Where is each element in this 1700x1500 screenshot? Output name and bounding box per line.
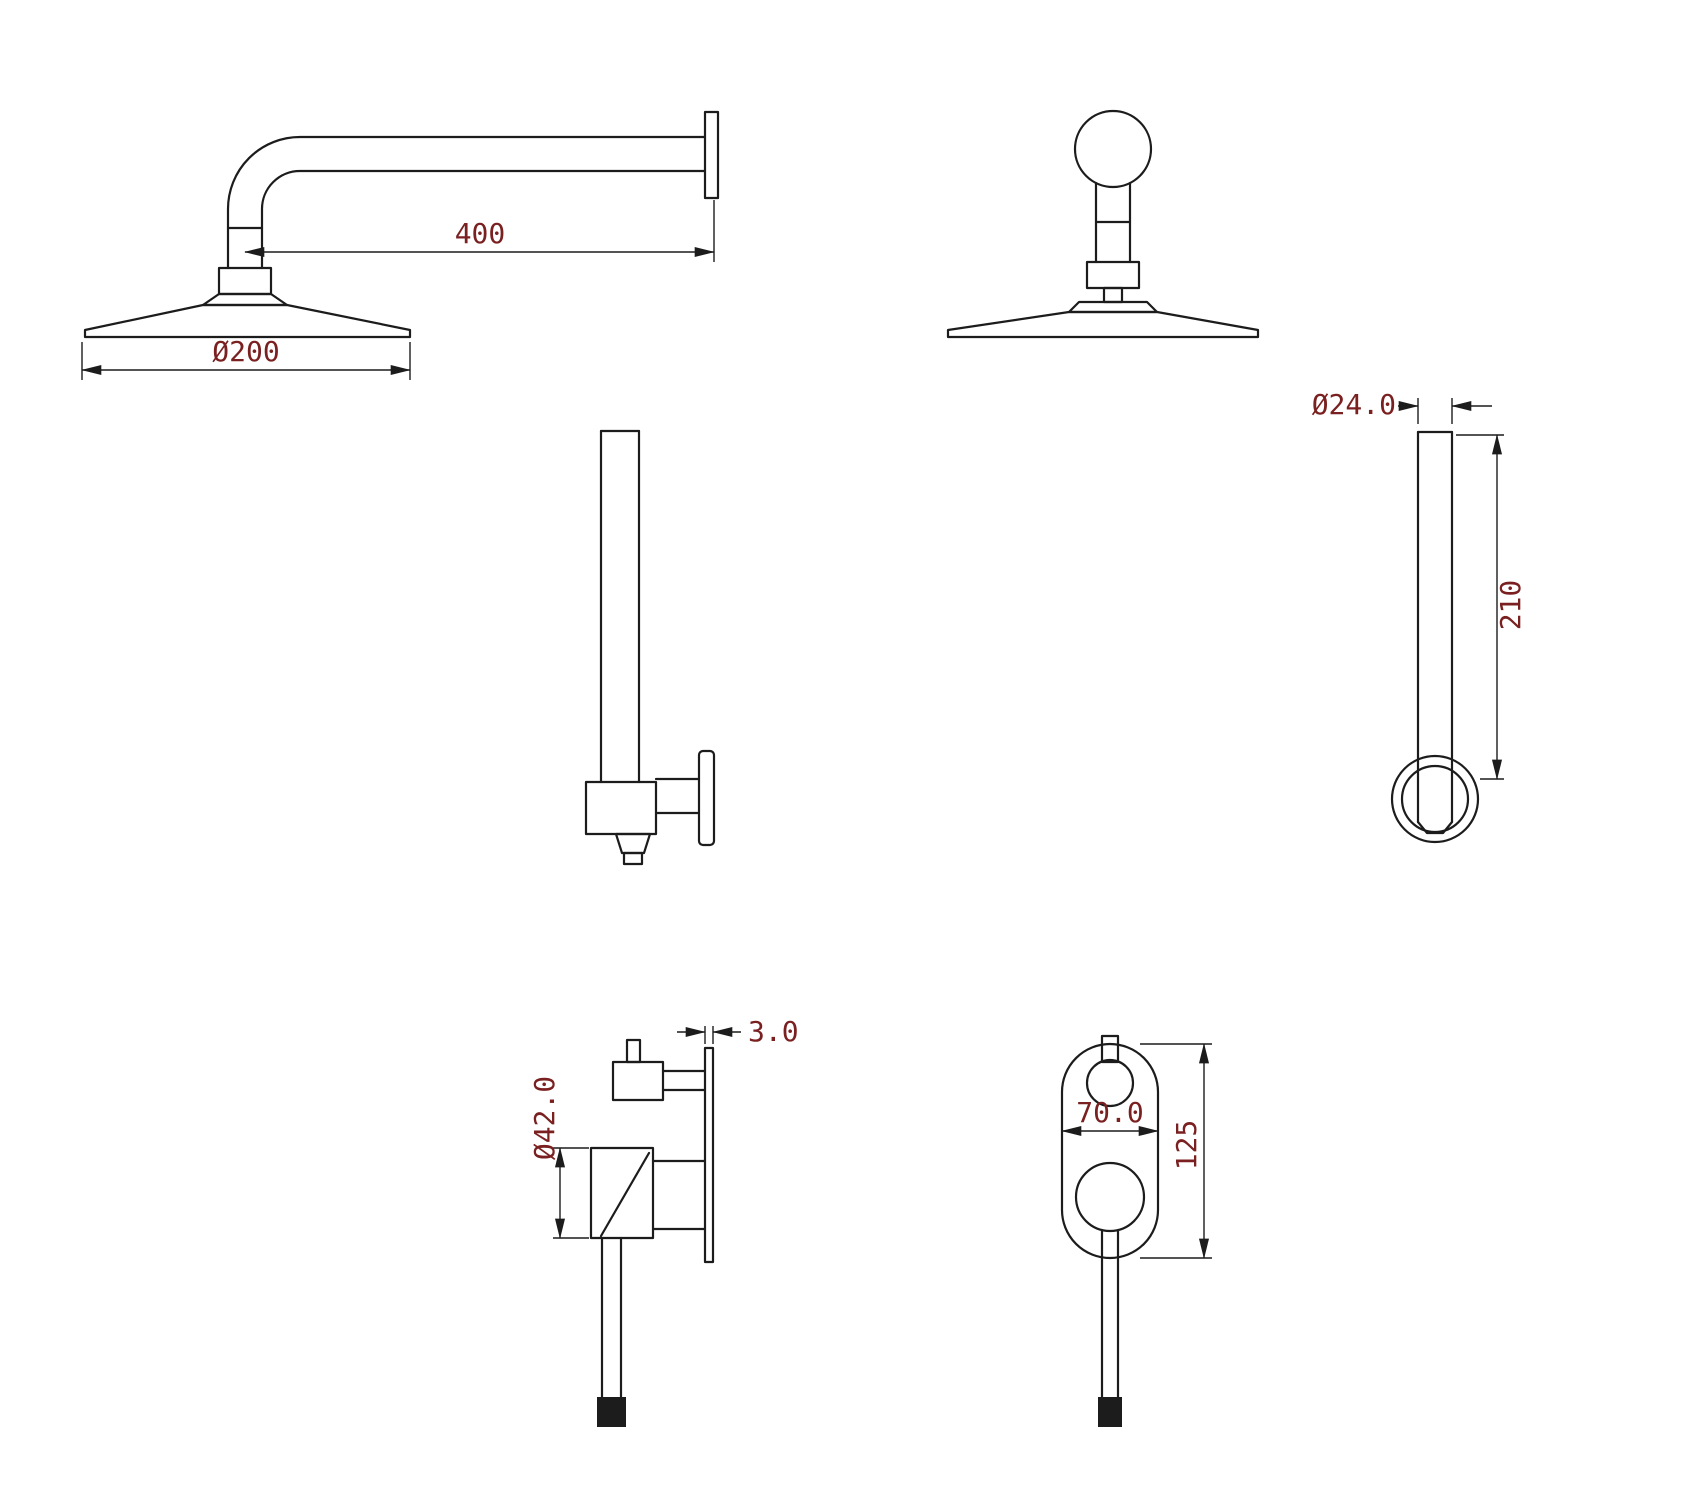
mixer-front-view: 70.0 125 xyxy=(1060,1034,1212,1427)
wall-flange-side xyxy=(697,749,716,847)
dim-plate-thickness: 3.0 xyxy=(677,1015,799,1048)
spout-flange-inner xyxy=(1400,764,1470,834)
dim-plate-height: 125 xyxy=(1140,1043,1212,1259)
diverter-stem xyxy=(1100,1034,1120,1064)
dim-label-body-diameter: Ø42.0 xyxy=(528,1076,561,1160)
hand-shower-holder-view xyxy=(584,429,716,866)
spout-flange-outer xyxy=(1390,754,1480,844)
mixer-plate-side xyxy=(703,1046,715,1264)
wall-flange-side xyxy=(703,110,720,200)
spout-tip-chamfer xyxy=(1416,820,1454,835)
shower-head-dish xyxy=(946,310,1260,339)
dim-body-diameter: Ø42.0 xyxy=(528,1076,589,1239)
connector-nut xyxy=(1085,260,1141,290)
head-mount-flange xyxy=(201,292,289,307)
mixer-side-view: 3.0 Ø42.0 xyxy=(528,1015,799,1427)
dim-arm-length: 400 xyxy=(244,200,715,262)
dim-label-spout-diameter: Ø24.0 xyxy=(1312,388,1396,421)
dim-label-plate-height: 125 xyxy=(1170,1120,1203,1171)
handle-base-front xyxy=(1074,1161,1146,1233)
dim-label-plate-width: 70.0 xyxy=(1076,1096,1143,1129)
shower-arm-side-view: 400 Ø200 xyxy=(81,110,720,380)
ball-joint xyxy=(1102,286,1124,304)
wall-spout-view: Ø24.0 210 xyxy=(1312,388,1527,844)
dim-label-spout-length: 210 xyxy=(1494,580,1527,631)
shower-arm-tube xyxy=(226,135,707,270)
dim-label-head-diameter: Ø200 xyxy=(212,335,279,368)
diverter-knob xyxy=(611,1060,665,1102)
head-mount-flange xyxy=(1067,300,1159,314)
holder-cup xyxy=(584,780,658,836)
shower-head-dish xyxy=(83,303,412,339)
diverter-stem xyxy=(625,1038,642,1064)
dim-spout-length: 210 xyxy=(1456,434,1527,780)
dim-spout-diameter: Ø24.0 xyxy=(1312,388,1492,424)
lever-knurled-tip xyxy=(597,1397,626,1427)
dim-plate-width: 70.0 xyxy=(1061,1096,1159,1137)
connector-nut xyxy=(217,266,273,296)
wall-flange-front xyxy=(1073,109,1153,189)
lever-knurled-tip xyxy=(1098,1397,1122,1427)
diverter-knob-front xyxy=(1085,1058,1135,1108)
outlet-body xyxy=(614,832,652,855)
shower-arm-front-view xyxy=(946,109,1260,339)
outlet-nipple xyxy=(622,851,644,866)
handle-base-edge xyxy=(599,1151,651,1238)
dim-head-diameter: Ø200 xyxy=(81,335,411,380)
dim-label-arm-length: 400 xyxy=(455,217,506,250)
mixer-plate-front xyxy=(1060,1042,1160,1260)
dim-label-plate-thickness: 3.0 xyxy=(748,1015,799,1048)
